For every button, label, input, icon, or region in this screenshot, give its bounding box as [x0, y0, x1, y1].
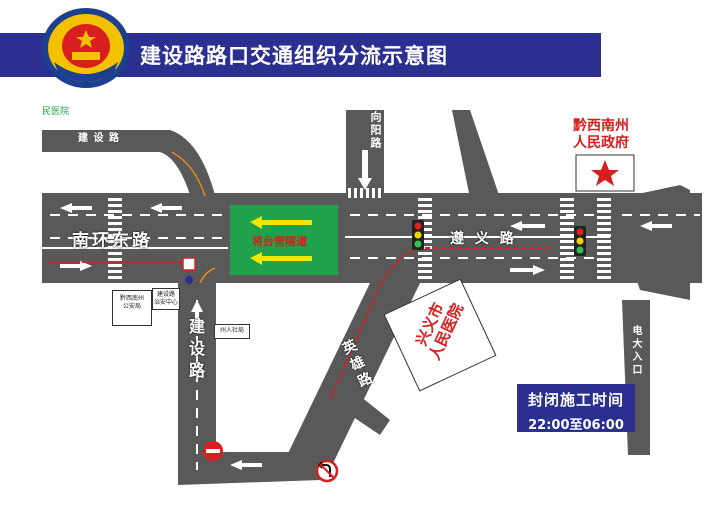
road-label-jianshe-vertical: 建设路: [186, 318, 205, 384]
tunnel-arrows: [250, 216, 312, 265]
lane-markings: [50, 214, 700, 470]
crosswalks: [108, 188, 611, 280]
road-jianshe-top: [42, 130, 215, 195]
road-label-dianda: 电大入口: [630, 325, 641, 377]
tunnel-label: 将台营隧道: [250, 235, 309, 248]
traffic-light-icon-right: [574, 226, 586, 256]
closure-notice-title: 封闭施工时间: [527, 391, 624, 409]
no-left-turn-icon: [315, 459, 339, 483]
closure-notice-panel: 封闭施工时间 22:00至06:00: [517, 384, 635, 433]
traffic-center-label: 建设路 治安中心: [152, 288, 180, 310]
tunnel-arrow-west-1: [250, 216, 312, 229]
public-security-label: 黔西南州 公安局: [112, 290, 152, 326]
no-entry-icon: [203, 441, 223, 461]
road-yingxiong: [280, 283, 420, 480]
tunnel-arrow-west-2: [250, 252, 312, 265]
road-arrows: [60, 150, 672, 470]
small-sign-icon: [182, 257, 196, 284]
road-north-diagonal: [452, 110, 500, 198]
page-title: 建设路路口交通组织分流示意图: [140, 44, 448, 68]
road-label-nanhuan-east: 南环东路: [72, 231, 152, 251]
gov-label: 黔西南州 人民政府: [573, 118, 629, 151]
hospital-sign-topleft: 民医院: [42, 107, 70, 117]
road-label-jianshe-top: 建 设 路: [78, 133, 120, 144]
road-spur: [328, 380, 390, 435]
road-label-zunyi: 遵 义 路: [450, 231, 517, 247]
closure-notice-time: 22:00至06:00: [528, 418, 624, 433]
curb-lines: [171, 151, 216, 284]
road-label-xiangyang: 向阳路: [369, 111, 382, 150]
road-east-block: [610, 185, 690, 300]
hospital-box: [383, 278, 497, 392]
traffic-light-icon-left: [412, 220, 424, 250]
star-icon: [591, 160, 619, 186]
police-emblem-icon: [42, 8, 130, 88]
hr-bureau-label: 州人社局: [214, 324, 250, 339]
